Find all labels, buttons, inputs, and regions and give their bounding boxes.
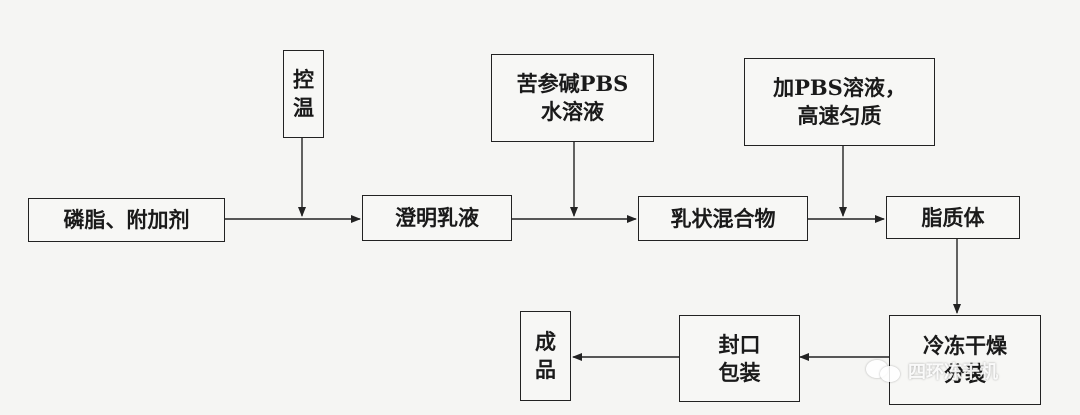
node-seal-package: 封口 包装 [679,315,800,402]
node-sophora-solution: 苦参碱PBS 水溶液 [491,54,654,142]
node-final-product-label: 成 品 [535,329,556,382]
node-clear-emulsion: 澄明乳液 [362,195,512,241]
node-final-product: 成 品 [520,311,571,401]
node-freeze-dry-label: 冷冻干燥 分装 [923,333,1007,386]
node-clear-emulsion-label: 澄明乳液 [395,205,479,230]
node-seal-package-label: 封口 包装 [718,331,761,385]
node-pbs-homogenize-label: 加PBS溶液， 高速匀质 [773,75,906,128]
node-emulsion-mixture: 乳状混合物 [638,196,808,241]
node-raw-materials-label: 磷脂、附加剂 [63,207,190,232]
node-liposome-label: 脂质体 [921,204,985,230]
node-liposome: 脂质体 [886,196,1020,239]
node-sophora-solution-label: 苦参碱PBS 水溶液 [516,71,629,124]
node-emulsion-mixture-label: 乳状混合物 [670,205,776,231]
node-pbs-homogenize: 加PBS溶液， 高速匀质 [744,58,935,146]
node-freeze-dry: 冷冻干燥 分装 [889,315,1041,405]
node-temperature-control-label: 控 温 [293,67,314,120]
node-temperature-control: 控 温 [283,50,324,138]
node-raw-materials: 磷脂、附加剂 [28,198,225,242]
